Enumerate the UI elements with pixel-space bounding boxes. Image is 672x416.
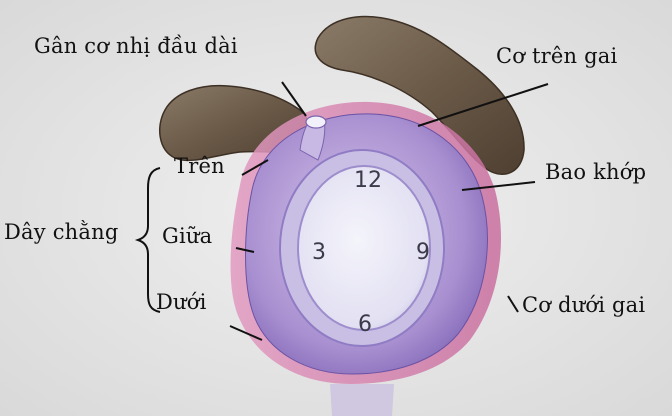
clock-9: 9 [416, 240, 430, 265]
label-inferior: Dưới [156, 290, 207, 314]
label-superior: Trên [174, 154, 225, 178]
leader-inferior [229, 325, 263, 341]
label-biceps-long-head: Gân cơ nhị đầu dài [34, 34, 238, 58]
leader-supraspinatus [417, 83, 549, 127]
leader-superior [241, 159, 269, 176]
clock-6: 6 [358, 312, 372, 337]
label-capsule: Bao khớp [545, 160, 647, 184]
label-infraspinatus: Cơ dưới gai [522, 293, 646, 317]
leader-infraspinatus [507, 295, 519, 313]
leader-middle [235, 247, 255, 253]
clock-12: 12 [354, 168, 382, 193]
leader-biceps [281, 81, 307, 117]
acromion-bone [314, 15, 525, 175]
glenoid-face [297, 165, 431, 331]
humerus-shaft [330, 384, 394, 416]
biceps-tendon-end [305, 115, 327, 129]
clock-3: 3 [312, 240, 326, 265]
label-ligaments: Dây chằng [4, 220, 119, 244]
leader-capsule [461, 181, 536, 191]
label-supraspinatus: Cơ trên gai [496, 44, 618, 68]
ligament-brace [134, 167, 161, 313]
label-middle: Giữa [162, 224, 213, 248]
